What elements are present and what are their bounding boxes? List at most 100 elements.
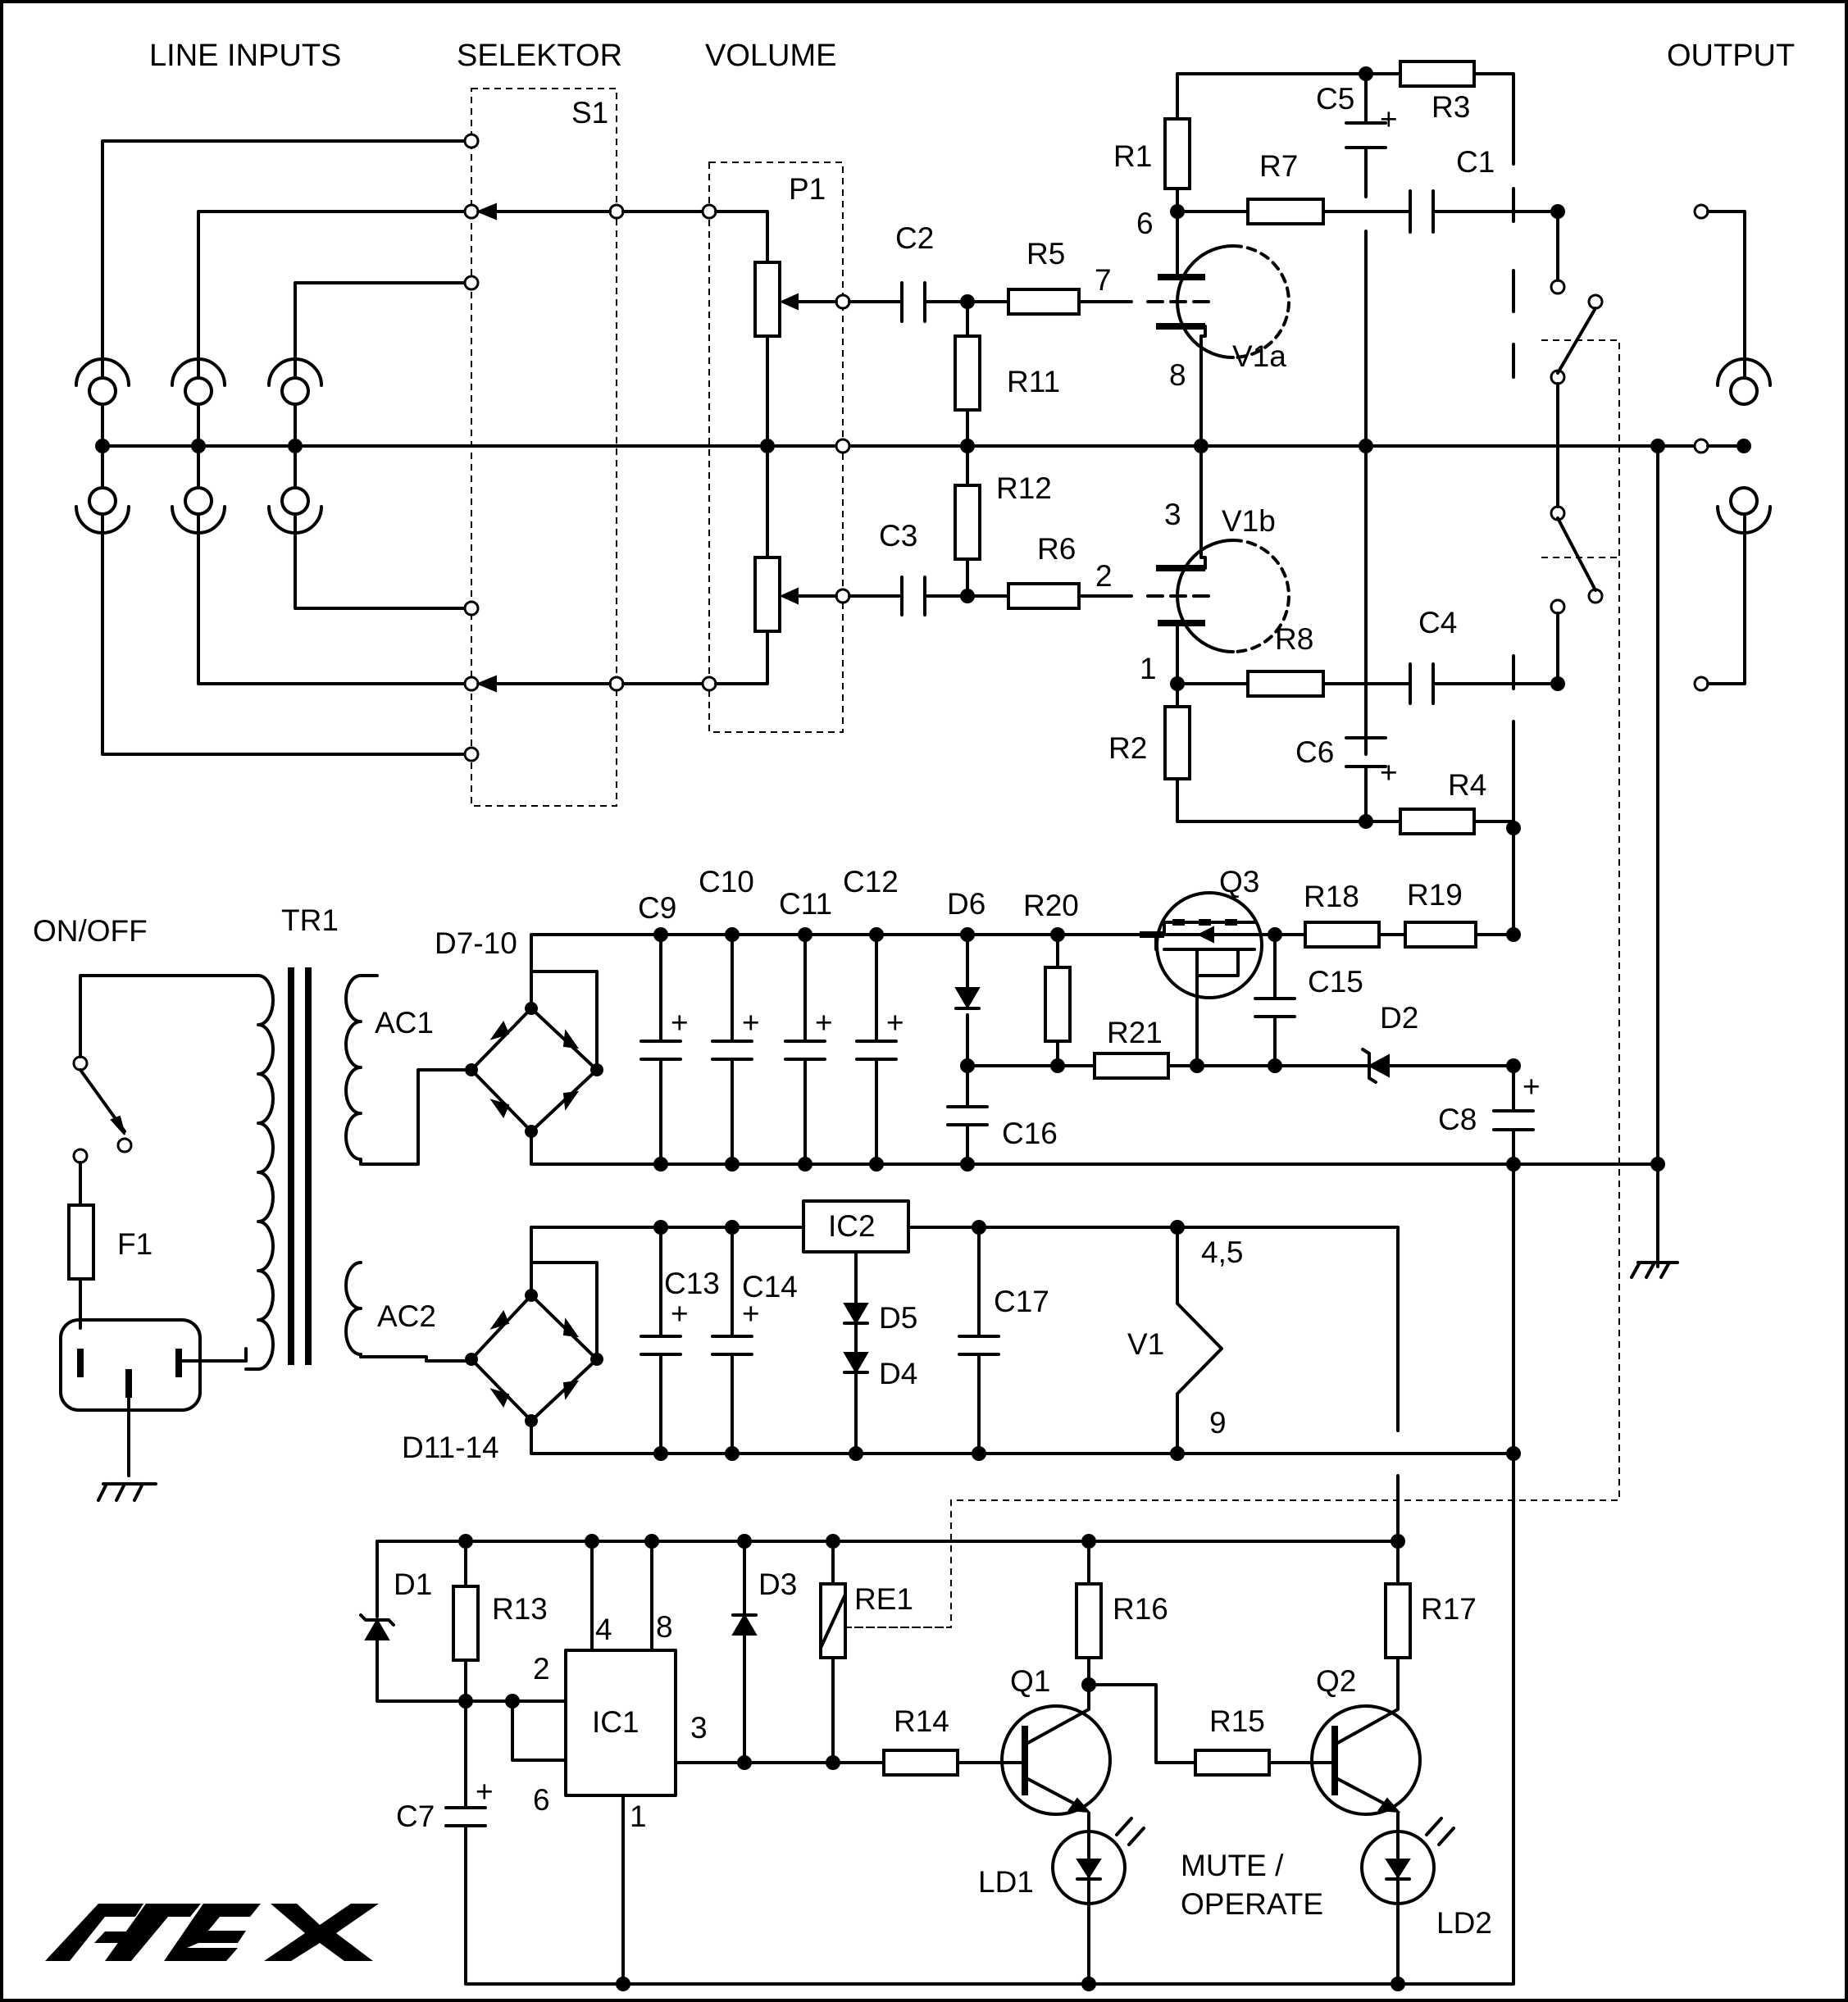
label-r2: R2: [1108, 731, 1147, 765]
label-mute: MUTE /: [1181, 1849, 1284, 1882]
label-c14: C14: [742, 1270, 798, 1304]
label-ic1-pin8: 8: [656, 1610, 673, 1644]
label-c13: C13: [664, 1267, 720, 1300]
plus-c13: +: [671, 1297, 689, 1331]
label-ic1-pin2: 2: [533, 1652, 550, 1686]
label-r17: R17: [1421, 1592, 1477, 1626]
label-ac1: AC1: [375, 1006, 434, 1040]
label-ic1-pin4: 4: [595, 1613, 612, 1646]
label-ic1: IC1: [592, 1705, 640, 1739]
header-output: OUTPUT: [1667, 39, 1795, 73]
label-r16: R16: [1113, 1592, 1168, 1626]
label-r8: R8: [1275, 622, 1313, 656]
label-c9: C9: [638, 891, 676, 925]
label-c5: C5: [1316, 82, 1354, 116]
label-c11: C11: [779, 887, 832, 921]
label-on-off: ON/OFF: [33, 914, 148, 948]
bridge-d7-10: [465, 933, 1527, 1166]
label-ic1-pin6: 6: [533, 1783, 550, 1817]
plus-c6: +: [1380, 756, 1398, 789]
label-p1: P1: [789, 172, 826, 206]
label-ac2: AC2: [377, 1299, 436, 1333]
label-r18: R18: [1304, 880, 1359, 913]
label-d7-10: D7-10: [435, 926, 517, 960]
label-r5: R5: [1026, 237, 1065, 271]
selector-s1: [463, 88, 711, 807]
label-ld1: LD1: [978, 1865, 1034, 1899]
label-d6: D6: [947, 887, 985, 921]
plus-c7: +: [476, 1775, 494, 1809]
heater-supply: [425, 1199, 1521, 1461]
label-pin3: 3: [1164, 498, 1181, 531]
label-r19: R19: [1407, 878, 1463, 912]
label-v1: V1: [1127, 1327, 1164, 1361]
label-c16: C16: [1002, 1117, 1058, 1150]
label-d3: D3: [758, 1567, 797, 1601]
label-c3: C3: [879, 519, 917, 553]
plus-c11: +: [815, 1006, 833, 1040]
label-d5: D5: [879, 1301, 917, 1335]
label-r14: R14: [894, 1704, 949, 1738]
label-v1-pin9: 9: [1209, 1406, 1227, 1440]
label-re1: RE1: [854, 1582, 913, 1616]
label-r1: R1: [1113, 139, 1152, 173]
label-pin7: 7: [1095, 263, 1112, 297]
label-pin6: 6: [1136, 207, 1154, 240]
output-network: [1163, 60, 1559, 835]
volume-p1: [701, 162, 851, 733]
label-r13: R13: [492, 1592, 548, 1626]
label-d4: D4: [879, 1357, 917, 1390]
header-selektor: SELEKTOR: [457, 39, 622, 73]
label-f1: F1: [117, 1227, 152, 1261]
label-d1: D1: [394, 1567, 432, 1601]
label-c15: C15: [1308, 965, 1363, 999]
label-c7: C7: [396, 1800, 435, 1833]
ht-regulator: [946, 826, 1665, 1449]
label-c4: C4: [1418, 606, 1457, 639]
label-c8: C8: [1438, 1103, 1477, 1136]
label-c12: C12: [843, 865, 899, 899]
label-pin8: 8: [1169, 358, 1186, 392]
grid-network: [848, 281, 1133, 617]
label-c17: C17: [994, 1285, 1049, 1318]
label-s1: S1: [571, 96, 608, 130]
label-v1b: V1b: [1222, 504, 1276, 538]
label-pin1: 1: [1140, 652, 1157, 685]
plus-c8: +: [1523, 1070, 1541, 1103]
label-c10: C10: [699, 865, 754, 899]
apex-logo: [45, 1904, 379, 1961]
output-section: [844, 203, 1772, 1628]
label-d2: D2: [1380, 1001, 1418, 1035]
label-c6: C6: [1295, 735, 1334, 769]
label-operate: OPERATE: [1181, 1887, 1323, 1921]
label-r4: R4: [1448, 768, 1486, 802]
plus-c9: +: [671, 1006, 689, 1040]
filter-caps: [640, 927, 898, 1172]
label-r11: R11: [1007, 365, 1060, 398]
header-line-inputs: LINE INPUTS: [149, 39, 341, 73]
label-ic2: IC2: [828, 1209, 876, 1243]
label-r21: R21: [1107, 1016, 1163, 1049]
label-ic1-pin1: 1: [630, 1800, 647, 1833]
label-r7: R7: [1259, 149, 1298, 183]
label-v1a: V1a: [1232, 339, 1286, 373]
label-v1-pin45: 4,5: [1201, 1235, 1243, 1269]
label-pin2: 2: [1095, 559, 1113, 593]
label-d11-14: D11-14: [402, 1431, 499, 1464]
label-ld2: LD2: [1436, 1906, 1492, 1940]
mains-section: [59, 967, 473, 1502]
label-r15: R15: [1209, 1704, 1265, 1738]
label-r3: R3: [1432, 90, 1470, 124]
tube-v1b: [1146, 444, 1290, 685]
plus-c12: +: [886, 1006, 904, 1040]
tube-v1a: [1146, 210, 1290, 448]
mute-circuit: [359, 1452, 1515, 1991]
label-c2: C2: [895, 221, 934, 255]
plus-c10: +: [742, 1006, 760, 1040]
label-r6: R6: [1037, 532, 1076, 566]
label-q2: Q2: [1316, 1664, 1356, 1698]
input-jacks: [75, 139, 1744, 756]
plus-c14: +: [742, 1297, 760, 1331]
